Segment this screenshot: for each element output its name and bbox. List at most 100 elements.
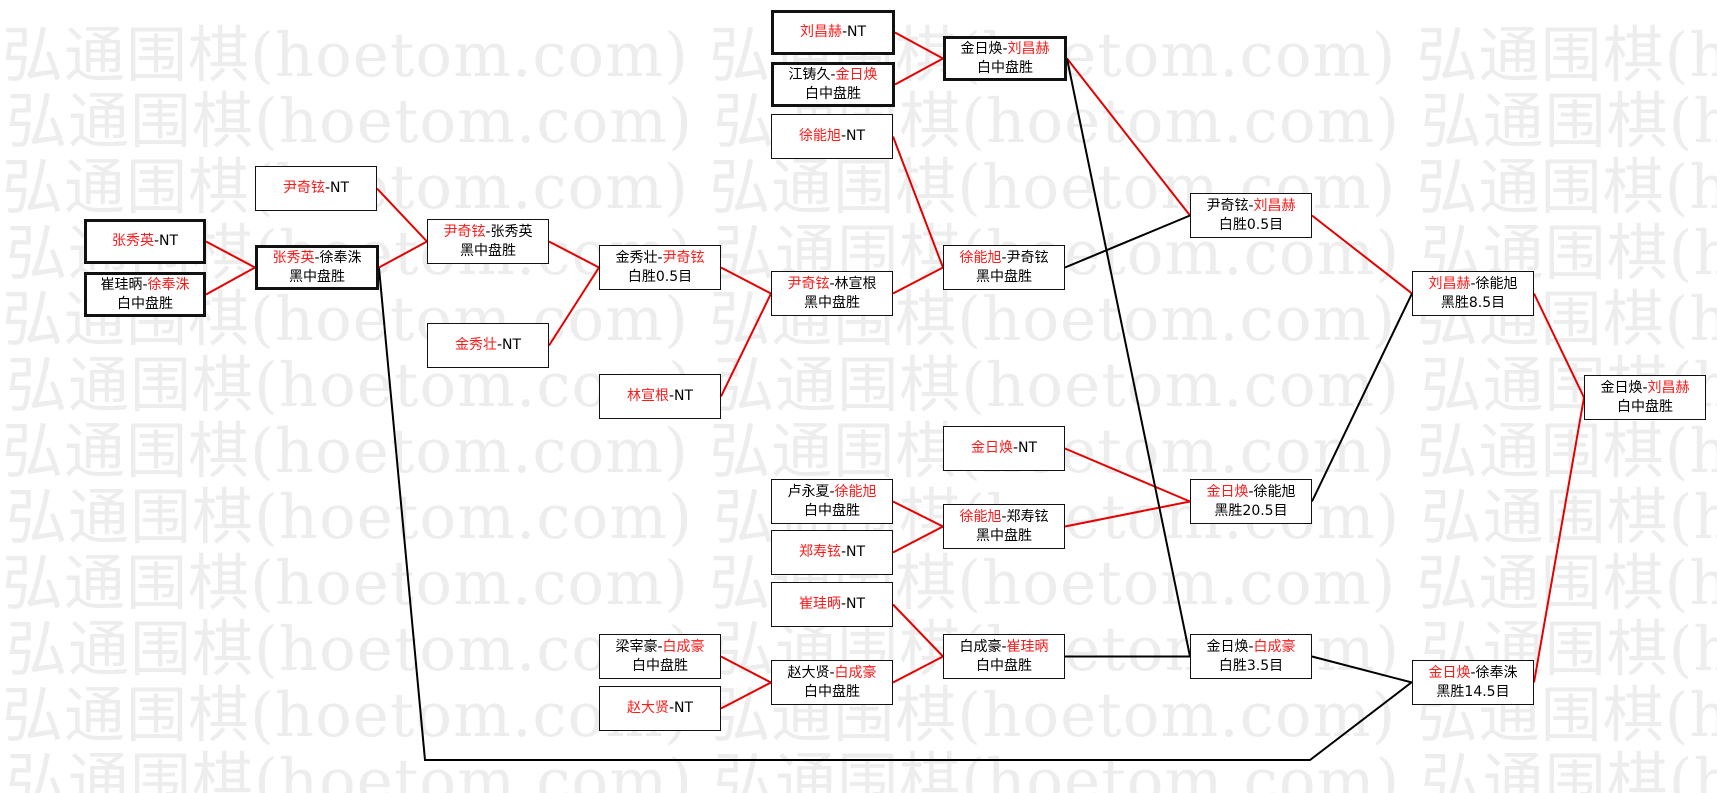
winner-name: 刘昌赫 <box>1647 379 1690 396</box>
winner-name: 崔珪昞 <box>1006 638 1049 655</box>
winner-name: 尹奇铉 <box>787 275 830 292</box>
winner-name: 刘昌赫 <box>1007 40 1050 57</box>
match-text: 白成豪- <box>959 638 1007 655</box>
match-text: -NT <box>668 388 694 404</box>
match-text: 黑胜14.5目 <box>1436 683 1510 700</box>
match-players: 白成豪-崔珪昞 <box>959 638 1048 657</box>
match-box: 尹奇铉-NT <box>255 166 377 211</box>
match-box: 刘昌赫-NT <box>771 10 895 55</box>
bracket-link <box>1311 214 1413 295</box>
match-text: 白中盘胜 <box>804 502 860 519</box>
match-result: 黑中盘胜 <box>976 268 1032 287</box>
match-text: 黑胜8.5目 <box>1440 294 1506 311</box>
match-box: 尹奇铉-刘昌赫白胜0.5目 <box>1190 193 1312 238</box>
match-players: 张秀英-NT <box>112 232 178 251</box>
winner-name: 张秀英 <box>111 233 154 249</box>
match-text: -NT <box>840 128 866 144</box>
bracket-link <box>720 681 772 710</box>
match-result: 白中盘胜 <box>804 683 860 702</box>
winner-name: 刘昌赫 <box>1428 275 1471 292</box>
match-box: 金日焕-刘昌赫白中盘胜 <box>943 36 1067 81</box>
match-players: 崔珪昞-NT <box>799 595 865 614</box>
match-result: 白胜0.5目 <box>628 268 692 287</box>
match-result: 白胜0.5目 <box>1219 216 1283 235</box>
match-box: 金日焕-NT <box>943 426 1065 471</box>
match-text: 金日焕- <box>1600 379 1648 396</box>
winner-name: 尹奇铉 <box>443 223 486 240</box>
winner-name: 白成豪 <box>1253 638 1296 655</box>
match-box: 徐能旭-NT <box>771 114 893 159</box>
bracket-link <box>1064 214 1191 269</box>
match-box: 金日焕-白成豪白胜3.5目 <box>1190 634 1312 679</box>
match-box: 金秀壮-NT <box>427 323 549 368</box>
match-text: 白中盘胜 <box>117 295 173 312</box>
match-box: 江铸久-金日焕白中盘胜 <box>771 62 895 107</box>
bracket-link <box>892 136 944 268</box>
winner-name: 白成豪 <box>662 638 705 655</box>
match-text: 黑中盘胜 <box>976 527 1032 544</box>
match-players: 尹奇铉-NT <box>283 179 349 198</box>
match-text: -徐奉洙 <box>314 249 362 266</box>
winner-name: 刘昌赫 <box>799 24 842 40</box>
match-text: 白胜3.5目 <box>1218 657 1284 674</box>
match-result: 黑胜8.5目 <box>1441 294 1505 313</box>
match-players: 林宣根-NT <box>627 387 693 406</box>
bracket-link <box>205 240 256 269</box>
match-text: -NT <box>840 596 866 612</box>
match-text: 崔珪昞- <box>100 276 148 293</box>
match-text: 金日焕- <box>1206 638 1254 655</box>
match-players: 尹奇铉-刘昌赫 <box>1206 197 1295 216</box>
match-text: 卢永夏- <box>787 483 835 500</box>
bracket-link <box>1533 293 1585 398</box>
winner-name: 金日焕 <box>835 66 878 83</box>
match-text: 尹奇铉- <box>1206 197 1254 214</box>
match-box: 赵大贤-NT <box>599 686 721 731</box>
bracket-link <box>892 266 944 295</box>
match-text: -NT <box>324 180 350 196</box>
bracket-link <box>376 187 428 243</box>
bracket-link <box>1066 57 1191 217</box>
winner-name: 金日焕 <box>970 440 1013 456</box>
match-players: 梁宰豪-白成豪 <box>615 638 704 657</box>
winner-name: 金日焕 <box>1206 483 1249 500</box>
match-box: 刘昌赫-徐能旭黑胜8.5目 <box>1412 271 1534 316</box>
bracket-link <box>894 31 944 60</box>
bracket-link <box>548 266 600 347</box>
match-text: 黑中盘胜 <box>289 268 345 285</box>
match-result: 白中盘胜 <box>805 85 861 104</box>
match-result: 黑中盘胜 <box>804 294 860 313</box>
match-players: 金日焕-徐奉洙 <box>1428 664 1517 683</box>
match-players: 金秀壮-NT <box>455 336 521 355</box>
match-result: 白中盘胜 <box>977 59 1033 78</box>
bracket-link <box>205 266 256 296</box>
bracket-link <box>548 240 600 269</box>
match-text: 黑中盘胜 <box>976 268 1032 285</box>
match-text: -NT <box>840 544 866 560</box>
winner-name: 尹奇铉 <box>662 249 705 266</box>
bracket-link <box>1064 447 1191 503</box>
match-players: 徐能旭-NT <box>799 127 865 146</box>
match-box: 徐能旭-尹奇铉黑中盘胜 <box>943 245 1065 290</box>
match-text: 黑中盘胜 <box>460 242 516 259</box>
winner-name: 徐能旭 <box>959 249 1002 266</box>
match-text: 白中盘胜 <box>632 657 688 674</box>
match-box: 尹奇铉-林宣根黑中盘胜 <box>771 271 893 316</box>
winner-name: 郑寿铉 <box>798 544 841 560</box>
match-text: 白中盘胜 <box>977 59 1033 76</box>
bracket-link <box>1066 58 1191 657</box>
match-text: -徐奉洙 <box>1470 664 1518 681</box>
bracket-link <box>892 655 944 684</box>
match-box: 张秀英-NT <box>84 219 206 264</box>
match-text: 白胜0.5目 <box>1218 216 1284 233</box>
match-box: 林宣根-NT <box>599 374 721 419</box>
bracket-link <box>892 603 944 658</box>
match-box: 崔珪昞-徐奉洙白中盘胜 <box>84 272 206 317</box>
match-players: 赵大贤-白成豪 <box>787 664 876 683</box>
winner-name: 徐奉洙 <box>147 276 190 293</box>
match-players: 刘昌赫-NT <box>800 23 866 42</box>
match-text: -郑寿铉 <box>1001 508 1049 525</box>
match-players: 江铸久-金日焕 <box>788 66 877 85</box>
match-text: -NT <box>496 337 522 353</box>
match-text: 白中盘胜 <box>805 85 861 102</box>
match-box: 张秀英-徐奉洙黑中盘胜 <box>255 245 379 290</box>
